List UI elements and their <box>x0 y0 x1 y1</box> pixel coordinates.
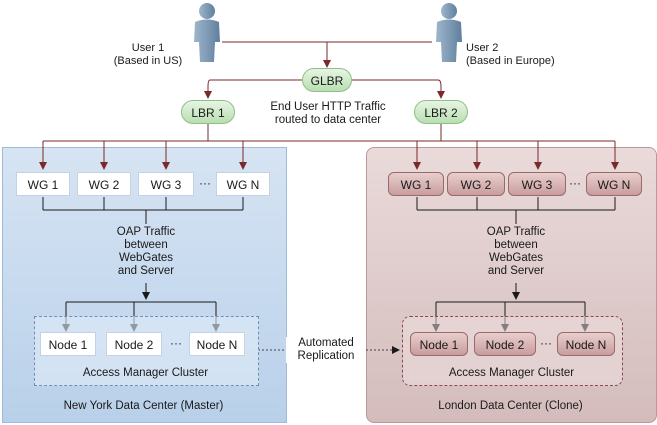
automated-replication-label: Automated Replication <box>286 337 366 363</box>
ny-node-2: Node 2 <box>106 332 162 356</box>
london-webgate-3: WG 3 <box>508 172 566 196</box>
london-oap-line-4: and Server <box>487 265 545 277</box>
london-webgate-1: WG 1 <box>388 172 444 196</box>
glbr-node: GLBR <box>302 68 352 92</box>
user-2-location: (Based in Europe) <box>466 55 555 67</box>
london-oap-note: OAP Traffic between WebGates and Server <box>466 226 566 278</box>
user-1-name: User 1 <box>131 42 165 54</box>
london-oap-line-2: between <box>494 239 538 251</box>
ny-oap-line-2: between <box>124 239 168 251</box>
user-2-icon <box>436 3 462 62</box>
ny-webgate-1: WG 1 <box>16 172 70 196</box>
london-oap-line-3: WebGates <box>488 252 544 264</box>
ny-node-ellipsis: ··· <box>170 336 182 350</box>
london-cluster-label: Access Manager Cluster <box>448 367 575 379</box>
user-1-icon <box>194 3 220 62</box>
london-node-1: Node 1 <box>410 332 468 356</box>
ny-oap-note: OAP Traffic between WebGates and Server <box>96 226 196 278</box>
london-node-ellipsis: ··· <box>540 336 552 350</box>
ny-webgate-ellipsis: ··· <box>199 176 211 190</box>
ny-webgate-3: WG 3 <box>138 172 194 196</box>
ny-oap-line-4: and Server <box>117 265 175 277</box>
ny-cluster-label: Access Manager Cluster <box>82 367 209 379</box>
london-oap-line-1: OAP Traffic <box>486 226 546 238</box>
ny-webgate-2: WG 2 <box>77 172 131 196</box>
http-traffic-line-2: routed to data center <box>274 114 382 126</box>
user-2-name: User 2 <box>466 42 499 54</box>
london-webgate-ellipsis: ··· <box>569 176 581 190</box>
ny-webgate-n: WG N <box>216 172 270 196</box>
ny-oap-line-1: OAP Traffic <box>116 226 176 238</box>
lbr-1-node: LBR 1 <box>181 100 235 124</box>
london-node-2: Node 2 <box>474 332 536 356</box>
london-data-center-label: London Data Center (Clone) <box>438 400 583 412</box>
london-node-n: Node N <box>557 332 615 356</box>
lbr-2-node: LBR 2 <box>414 100 468 124</box>
ny-oap-line-3: WebGates <box>118 252 174 264</box>
user-2-label: User 2 (Based in Europe) <box>466 42 555 68</box>
http-traffic-line-1: End User HTTP Traffic <box>270 101 386 113</box>
http-traffic-note: End User HTTP Traffic routed to data cen… <box>258 101 398 127</box>
user-1-label: User 1 (Based in US) <box>108 42 188 68</box>
replication-line-1: Automated <box>298 337 354 349</box>
replication-line-2: Replication <box>297 350 355 362</box>
user-1-location: (Based in US) <box>113 55 183 67</box>
london-webgate-2: WG 2 <box>447 172 505 196</box>
ny-node-1: Node 1 <box>40 332 96 356</box>
new-york-data-center-label: New York Data Center (Master) <box>63 400 224 412</box>
ny-node-n: Node N <box>189 332 245 356</box>
london-webgate-n: WG N <box>586 172 642 196</box>
